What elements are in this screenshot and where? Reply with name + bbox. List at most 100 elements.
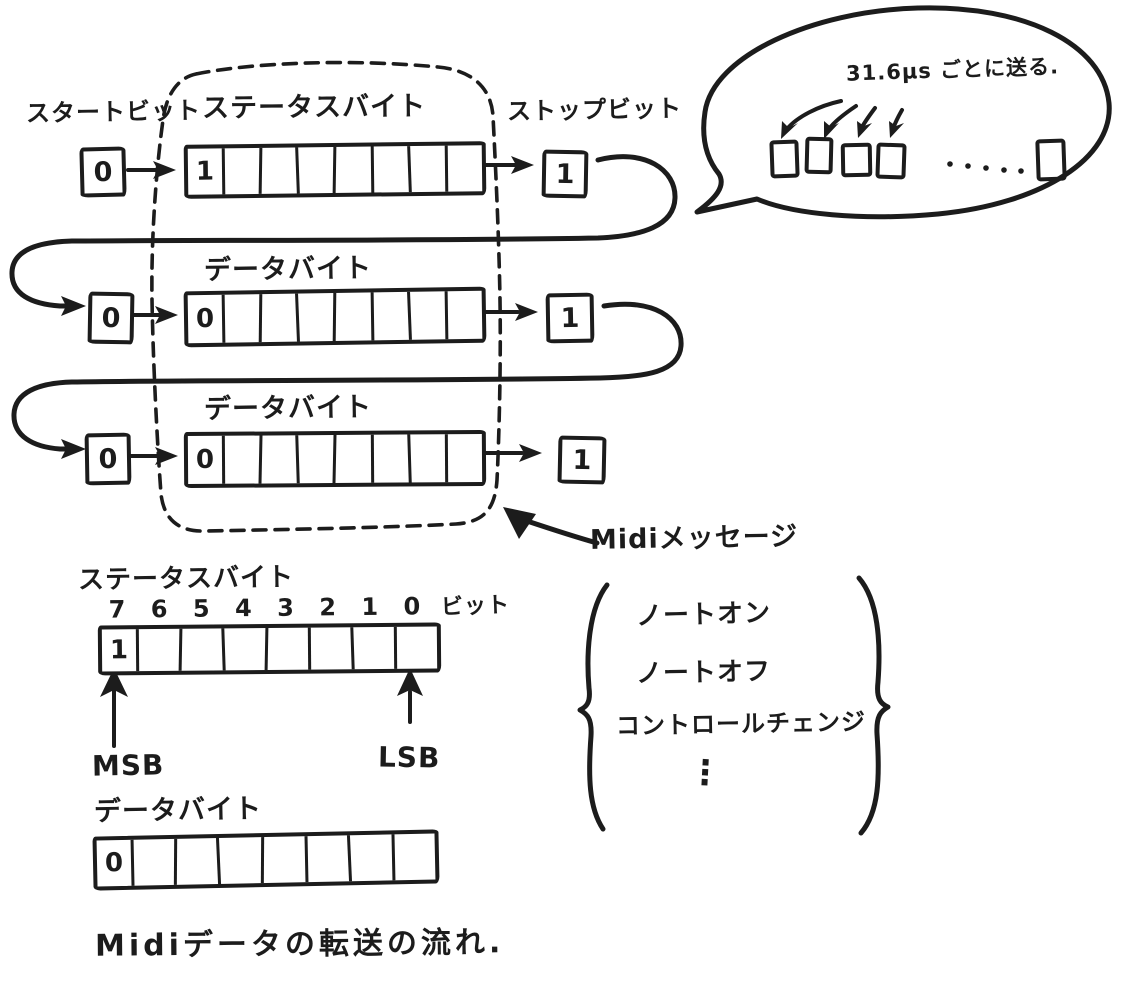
status-byte-label: ステータスバイト <box>201 91 427 124</box>
left-brace <box>577 582 610 832</box>
stop-bit-box: 1 <box>557 435 607 485</box>
start-bit-box: 0 <box>87 291 135 345</box>
arrowhead <box>155 306 178 324</box>
arrowhead <box>519 444 542 462</box>
message-type-ellipsis: ⋮ <box>686 752 725 794</box>
arrowhead <box>153 161 176 179</box>
bit-cell <box>224 628 269 671</box>
bit-cell <box>336 434 374 483</box>
bit-cell <box>448 434 482 482</box>
data-byte-label: データバイト <box>203 391 373 426</box>
message-type-control-change: コントロールチェンジ <box>615 707 867 741</box>
bit-cell <box>397 627 437 669</box>
interval-arrow <box>891 108 904 131</box>
start-bit-box: 0 <box>84 432 132 486</box>
bit-cell <box>224 294 263 343</box>
bit-cell <box>261 147 301 194</box>
midi-message-label: Midiメッセージ <box>589 521 799 556</box>
interval-arrow <box>785 99 843 131</box>
status-byte-detail-box: 1 <box>97 622 442 676</box>
arrowhead <box>889 121 904 138</box>
right-brace <box>856 575 891 836</box>
diagram-caption: Midiデータの転送の流れ. <box>94 925 505 964</box>
msb-label: MSB <box>91 748 165 783</box>
bit-cell: 0 <box>96 839 135 887</box>
bit-cell <box>350 834 395 882</box>
bit-cell <box>224 147 263 195</box>
arrowhead <box>824 121 839 139</box>
bit-cell <box>224 435 263 484</box>
bit-square <box>1035 138 1067 182</box>
bit-cell <box>336 292 374 341</box>
bit-cell: 0 <box>187 435 226 485</box>
ellipsis-dots <box>947 161 1024 174</box>
bit-cell <box>410 145 449 193</box>
bit-cell: 0 <box>187 294 226 344</box>
bit-number: 1 <box>361 592 379 621</box>
bit-cell <box>448 145 483 191</box>
bit-cell <box>298 434 337 484</box>
stop-bit-box: 1 <box>545 292 595 344</box>
bit-number-row: 7 6 5 4 3 2 1 0 <box>96 592 433 624</box>
bit-cell <box>447 291 482 340</box>
bit-cell <box>298 146 337 194</box>
data-byte-box: 0 <box>183 429 487 489</box>
bit-cell <box>263 836 309 884</box>
bit-square <box>875 142 907 180</box>
stop-bit-label: ストップビット <box>506 94 683 126</box>
message-type-note-off: ノートオフ <box>635 656 772 690</box>
bit-cell <box>261 435 301 484</box>
arrowhead <box>503 507 536 539</box>
bit-number: 6 <box>150 595 168 624</box>
bit-number: 3 <box>277 593 295 622</box>
bit-cell <box>372 146 412 193</box>
arrowhead <box>155 447 178 465</box>
bit-cell <box>336 146 374 193</box>
bit-cell <box>181 628 226 671</box>
bit-cell <box>353 626 398 670</box>
arrowhead <box>515 303 538 321</box>
bit-square <box>804 136 834 175</box>
bit-cell <box>267 627 312 671</box>
bit-cell <box>306 835 353 883</box>
bit-cell <box>138 628 183 672</box>
bit-cell <box>394 833 435 880</box>
bit-cell: 1 <box>187 148 226 195</box>
bit-cell <box>261 293 301 343</box>
bit-number: 5 <box>192 594 210 623</box>
data-byte-detail-title: データバイト <box>93 793 263 828</box>
bit-cell <box>410 434 449 483</box>
data-byte-box: 0 <box>183 286 487 348</box>
bit-number: 4 <box>234 594 252 623</box>
arrowhead <box>781 121 798 139</box>
arrowhead <box>511 156 534 174</box>
bubble-text: 31.6μs ごとに送る. <box>845 54 1060 86</box>
start-bit-box: 0 <box>79 146 127 198</box>
bit-cell <box>298 292 337 342</box>
status-byte-detail-title: ステータスバイト <box>77 562 295 596</box>
bit-number: 2 <box>319 593 337 622</box>
message-type-note-on: ノートオン <box>635 598 772 632</box>
bit-unit-label: ビット <box>440 592 511 621</box>
lsb-label: LSB <box>377 740 441 775</box>
bit-cell <box>372 434 412 483</box>
arrowhead <box>61 296 86 316</box>
status-byte-box: 1 <box>183 141 487 199</box>
bit-cell <box>410 291 449 340</box>
bit-square <box>769 139 800 179</box>
arrowhead <box>857 121 872 138</box>
bit-cell: 1 <box>101 629 140 672</box>
interval-arrow <box>826 104 858 132</box>
bit-square <box>840 142 873 178</box>
data-byte-detail-box: 0 <box>92 829 440 891</box>
arrowhead <box>61 439 86 459</box>
bit-cell <box>372 291 412 341</box>
stop-bit-box: 1 <box>541 149 589 199</box>
bit-cell <box>176 837 222 885</box>
bit-cell <box>133 838 178 886</box>
bit-cell <box>310 627 355 670</box>
bit-number: 0 <box>403 592 421 621</box>
start-bit-label: スタートビット <box>25 96 202 128</box>
midi-message-pointer-line <box>524 518 600 546</box>
